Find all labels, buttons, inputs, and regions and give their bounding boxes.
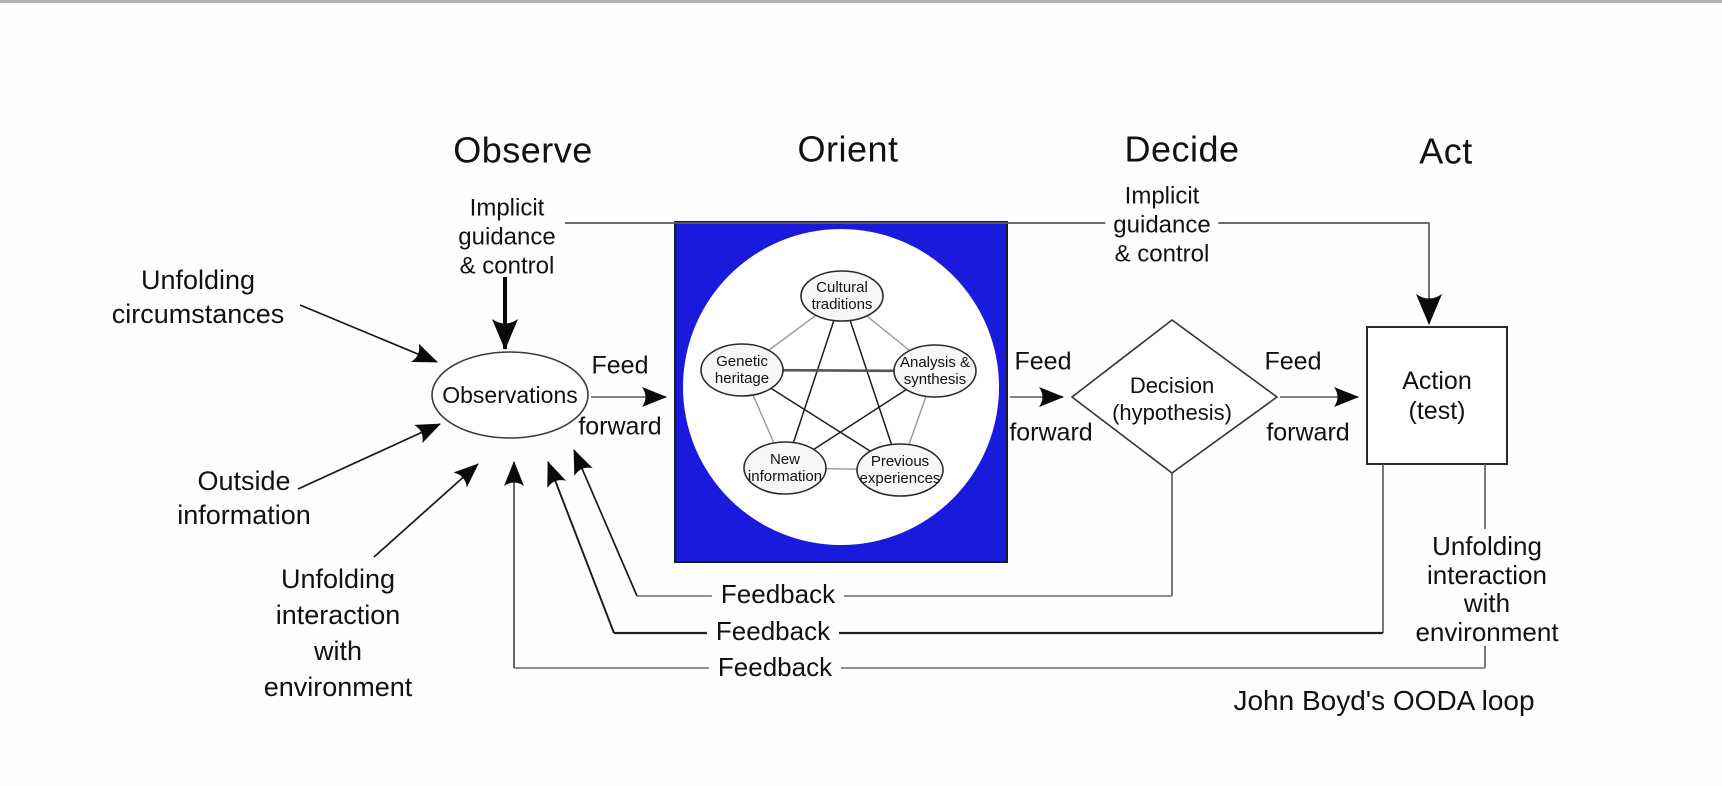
genetic-heritage-line2: heritage: [714, 370, 770, 387]
previous-experiences-ellipse: [856, 443, 944, 497]
orient-ellipses: [700, 270, 977, 497]
decision-label: Decision (hypothesis): [1112, 372, 1232, 426]
action-box: [1366, 326, 1508, 465]
unfolding-interaction-right-line2: interaction: [1427, 559, 1547, 590]
new-information-line1: New: [769, 451, 801, 468]
genetic-heritage-line1: Genetic: [716, 353, 768, 370]
implicit-left-line1: Implicit: [469, 194, 545, 222]
feed-forward-decide-top: Feed: [1264, 347, 1322, 376]
genetic-heritage-ellipse: [700, 343, 784, 397]
feed-forward-observe-top: Feed: [591, 351, 649, 380]
unfolding-circumstances-arrow: [299, 304, 438, 363]
feedback-middle-label: Feedback: [706, 616, 840, 647]
unfolding-interaction-left-line2: interaction: [275, 600, 401, 630]
feed-forward-orient-bottom: forward: [1009, 418, 1093, 447]
label-unfolding-interaction-left: Unfolding interaction with environment: [264, 561, 413, 705]
new-information-label: New information: [748, 451, 822, 485]
previous-experiences-label: Previous experiences: [860, 453, 941, 487]
feedback-top-arrow: [573, 449, 638, 597]
top-divider: [0, 0, 1722, 3]
implicit-left-line2: guidance: [458, 223, 556, 251]
genetic-heritage-label: Genetic heritage: [715, 353, 769, 387]
input-arrows: [297, 304, 479, 558]
feed-forward-observe-bottom: forward: [578, 412, 662, 441]
previous-experiences-line2: experiences: [859, 470, 941, 487]
implicit-right-line3: & control: [1114, 240, 1210, 268]
label-implicit-guidance-right: Implicit guidance & control: [1105, 181, 1219, 269]
outside-information-line1: Outside: [197, 466, 291, 496]
new-information-line2: information: [747, 468, 823, 485]
outside-information-arrow: [297, 423, 441, 490]
unfolding-interaction-right-line1: Unfolding: [1432, 531, 1542, 561]
header-observe: Observe: [453, 129, 593, 171]
feedback-middle-arrow: [547, 461, 615, 634]
feed-forward-orient-top: Feed: [1014, 347, 1072, 376]
cultural-traditions-line1: Cultural: [816, 279, 868, 296]
action-label: Action (test): [1402, 366, 1471, 426]
implicit-right-line1: Implicit: [1124, 182, 1200, 210]
feed-forward-decide-bottom: forward: [1266, 418, 1350, 447]
new-information-ellipse: [743, 441, 827, 495]
action-line2: (test): [1408, 397, 1466, 425]
analysis-synthesis-line2: synthesis: [903, 371, 967, 388]
header-act: Act: [1419, 130, 1473, 172]
outside-information-line2: information: [177, 500, 311, 530]
cultural-traditions-line2: traditions: [811, 296, 873, 313]
implicit-guidance-line: [565, 222, 1442, 325]
feedback-bottom-label: Feedback: [708, 652, 842, 683]
label-outside-information: Outside information: [177, 464, 311, 532]
unfolding-interaction-left-line3: with: [313, 636, 362, 666]
diagram-caption: John Boyd's OODA loop: [1233, 684, 1535, 716]
analysis-synthesis-ellipse: [893, 344, 977, 398]
header-decide: Decide: [1124, 128, 1240, 170]
header-orient: Orient: [797, 128, 899, 170]
unfolding-interaction-right-line4: environment: [1415, 616, 1559, 647]
label-unfolding-circumstances: Unfolding circumstances: [112, 263, 285, 331]
unfolding-interaction-left-line4: environment: [263, 672, 413, 702]
observations-label: Observations: [442, 381, 578, 408]
unfolding-interaction-left-line1: Unfolding: [280, 564, 396, 594]
analysis-synthesis-line1: Analysis &: [899, 354, 971, 371]
analysis-synthesis-label: Analysis & synthesis: [900, 354, 970, 388]
label-implicit-guidance-left: Implicit guidance & control: [458, 194, 555, 281]
cultural-traditions-ellipse: [800, 270, 884, 322]
unfolding-circumstances-line1: Unfolding: [140, 265, 256, 295]
label-unfolding-interaction-right: Unfolding interaction with environment: [1415, 532, 1558, 646]
implicit-right-line2: guidance: [1113, 211, 1211, 239]
unfolding-interaction-arrow: [373, 463, 479, 558]
feedback-top-label: Feedback: [711, 579, 845, 610]
previous-experiences-line1: Previous: [870, 453, 930, 470]
observations-ellipse: [431, 351, 589, 439]
unfolding-interaction-right-line3: with: [1463, 588, 1511, 618]
cultural-traditions-label: Cultural traditions: [812, 279, 873, 313]
implicit-left-line3: & control: [459, 252, 555, 280]
decision-line1: Decision: [1129, 373, 1215, 398]
unfolding-circumstances-line2: circumstances: [111, 299, 285, 329]
action-line1: Action: [1402, 367, 1472, 395]
decision-line2: (hypothesis): [1112, 400, 1232, 425]
